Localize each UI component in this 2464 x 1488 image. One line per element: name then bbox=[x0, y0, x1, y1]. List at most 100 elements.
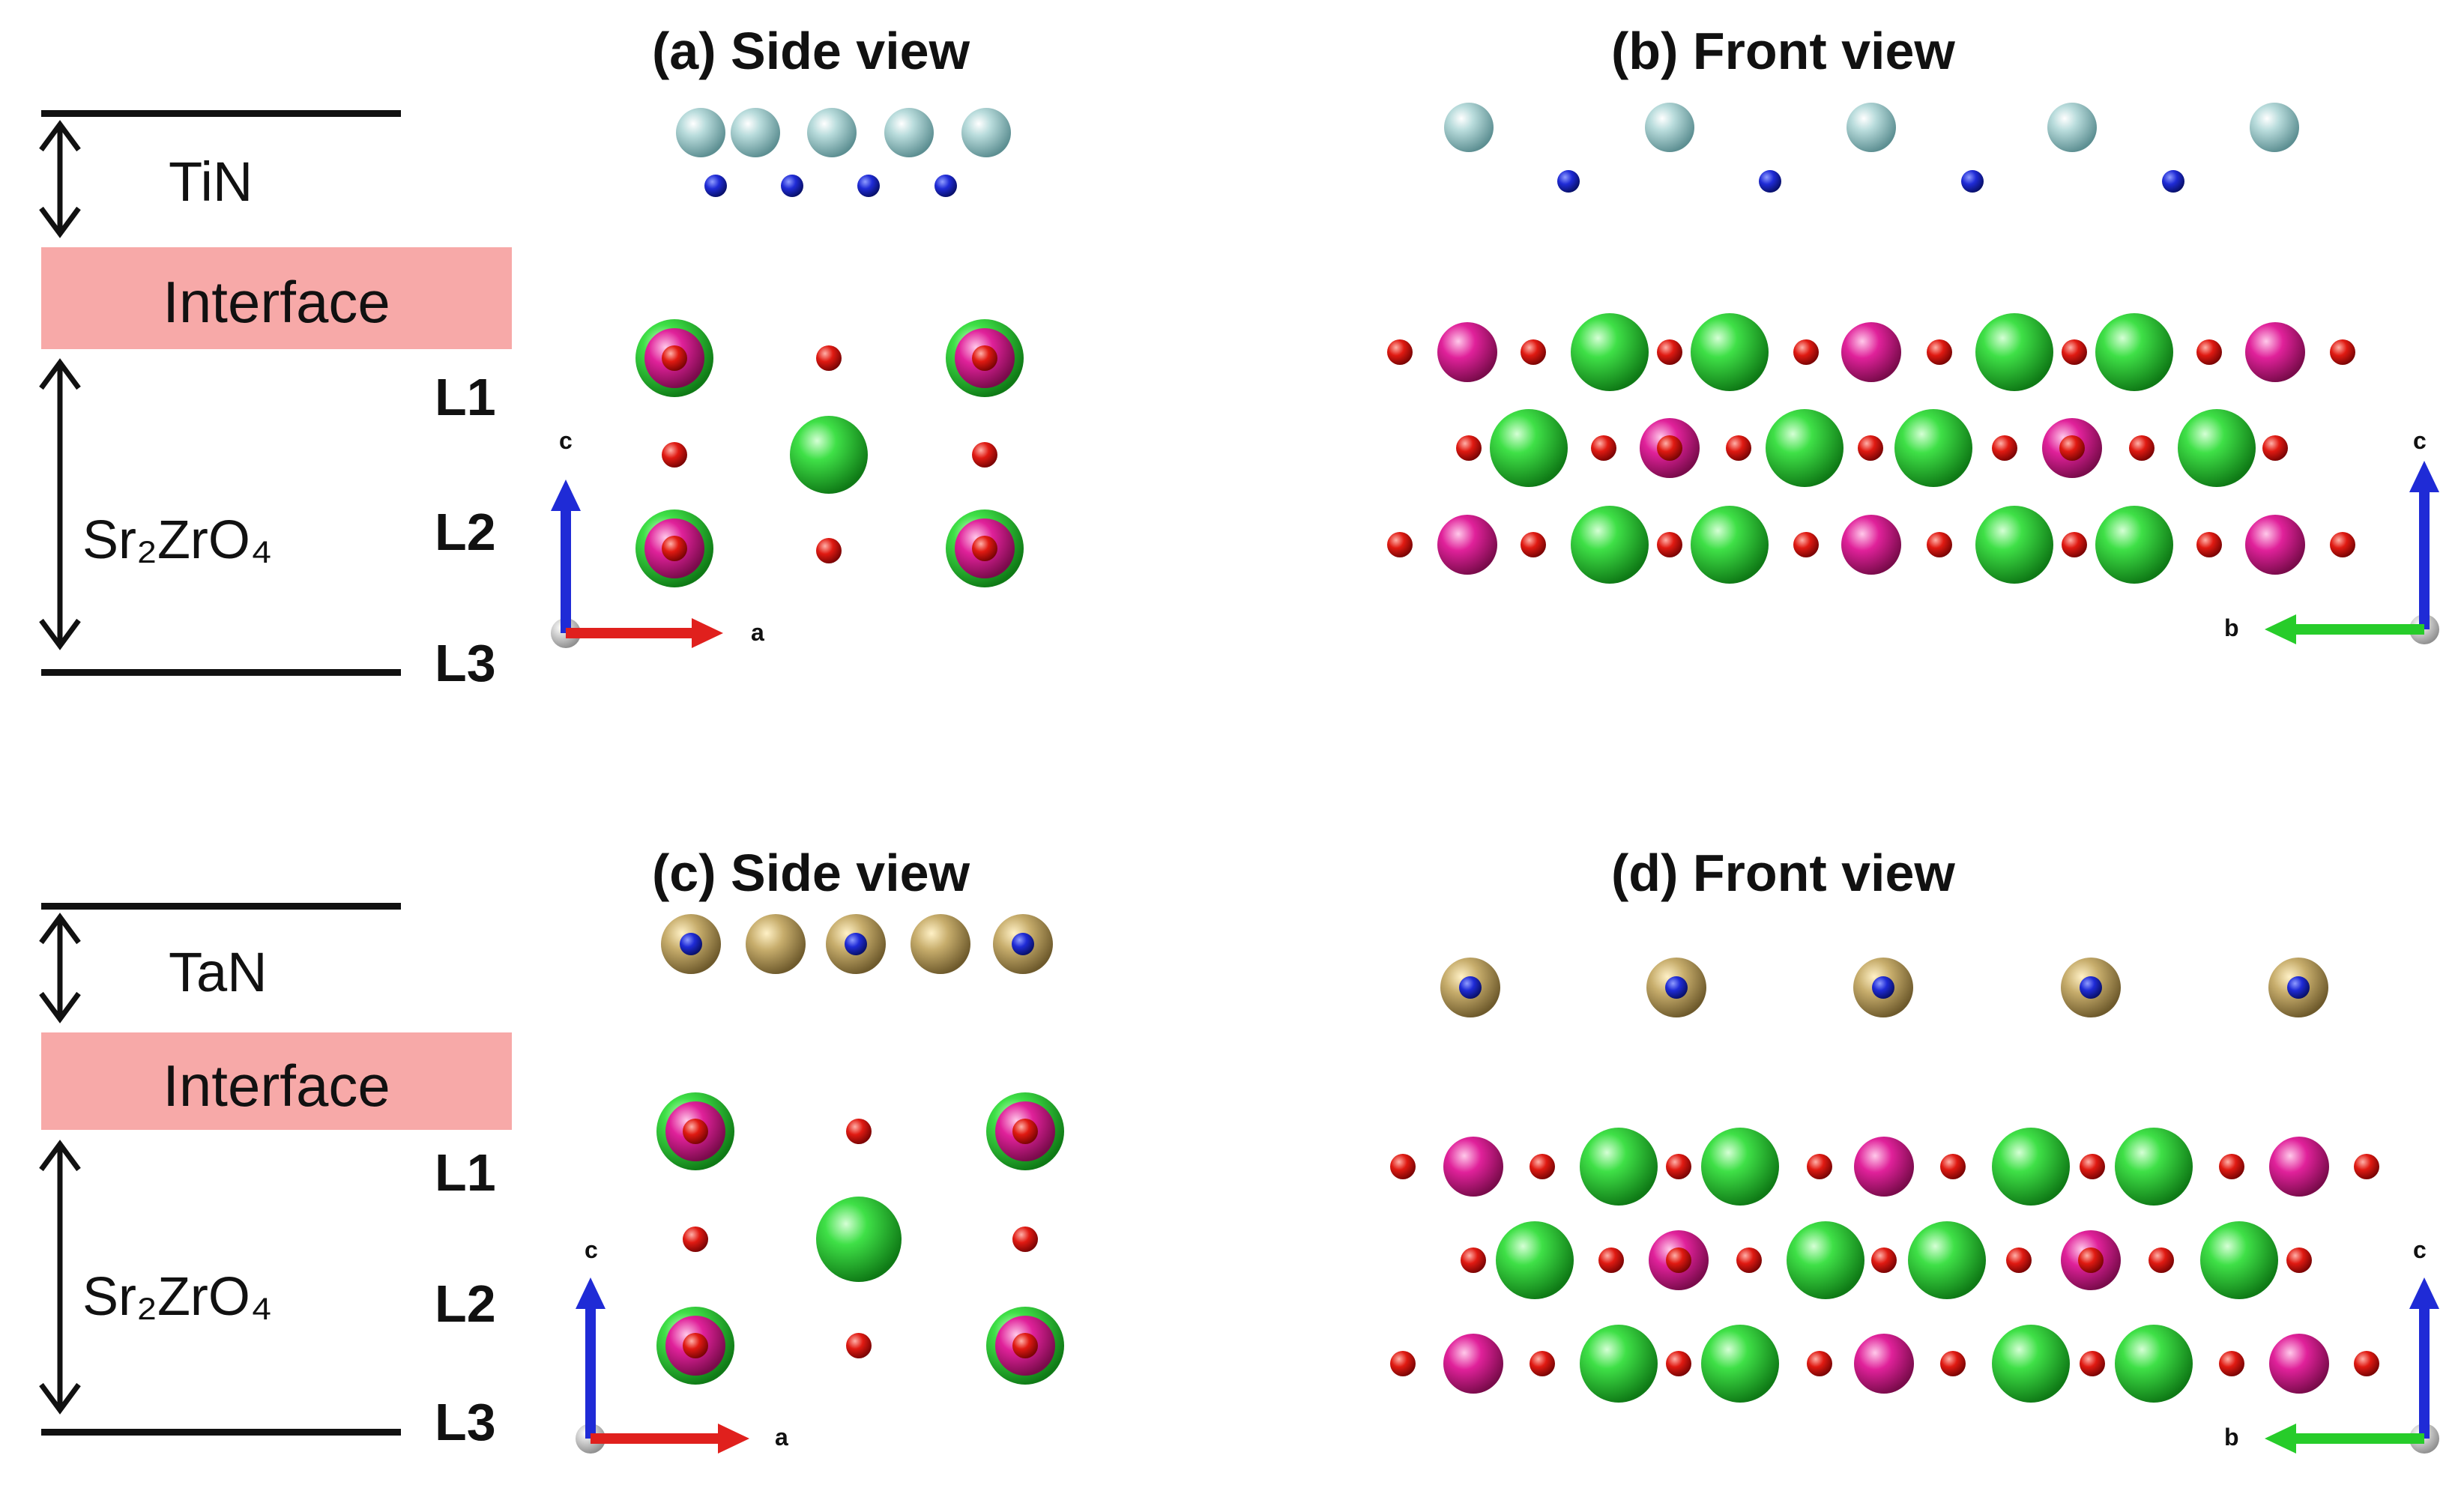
atom-n bbox=[1872, 976, 1894, 999]
atom-sr bbox=[1571, 313, 1649, 391]
atom-o bbox=[816, 345, 842, 371]
atom-o bbox=[1461, 1247, 1486, 1273]
atom-o bbox=[1666, 1154, 1691, 1179]
atom-o bbox=[1387, 339, 1413, 365]
film-label-tin: TiN bbox=[169, 151, 253, 213]
atom-sr bbox=[2115, 1128, 2193, 1206]
atom-n bbox=[2162, 170, 2184, 193]
atom-o bbox=[2196, 532, 2222, 557]
bottom-boundary-line bbox=[41, 1429, 401, 1436]
atom-zr bbox=[1854, 1334, 1914, 1394]
atom-zr bbox=[1437, 322, 1497, 382]
bottom-boundary-line bbox=[41, 669, 401, 676]
atom-o bbox=[2078, 1247, 2104, 1273]
axis-arrow-a bbox=[566, 618, 723, 648]
atom-ti bbox=[731, 108, 780, 157]
atom-n bbox=[1759, 170, 1781, 193]
atom-o bbox=[1871, 1247, 1897, 1273]
atom-o bbox=[2354, 1154, 2379, 1179]
layer-l3: L3 bbox=[435, 634, 496, 692]
atom-o bbox=[1858, 435, 1883, 461]
interface-label: Interface bbox=[163, 269, 390, 335]
panel-c-title: (c) Side view bbox=[652, 844, 970, 902]
atom-o bbox=[972, 442, 997, 468]
atom-o bbox=[683, 1333, 708, 1358]
atom-sr bbox=[1992, 1325, 2070, 1403]
layer-l2: L2 bbox=[435, 503, 496, 561]
atom-ti bbox=[676, 108, 725, 157]
atom-o bbox=[846, 1119, 872, 1144]
interface-band: Interface bbox=[41, 247, 512, 349]
atom-zr bbox=[1841, 322, 1901, 382]
atom-n bbox=[680, 933, 702, 955]
atom-o bbox=[1012, 1333, 1038, 1358]
substrate-label: Sr₂ZrO₄ bbox=[82, 1267, 273, 1327]
atom-o bbox=[1598, 1247, 1624, 1273]
atom-ti bbox=[884, 108, 934, 157]
atom-n bbox=[2080, 976, 2102, 999]
atom-o bbox=[2219, 1154, 2244, 1179]
atom-o bbox=[1927, 532, 1952, 557]
atom-ta bbox=[911, 914, 970, 974]
atom-o bbox=[1012, 1227, 1038, 1252]
atom-o bbox=[683, 1227, 708, 1252]
atom-o bbox=[972, 345, 997, 371]
atom-o bbox=[1726, 435, 1751, 461]
axis-label-b: b bbox=[2224, 614, 2239, 641]
atom-sr bbox=[816, 1197, 902, 1282]
axis-label-b: b bbox=[2224, 1424, 2239, 1451]
atom-ti bbox=[807, 108, 857, 157]
atom-sr bbox=[1496, 1221, 1574, 1299]
atom-ti bbox=[2250, 103, 2299, 152]
atom-o bbox=[2080, 1154, 2105, 1179]
atom-o bbox=[2062, 339, 2087, 365]
atom-sr bbox=[1691, 313, 1769, 391]
atom-sr bbox=[2095, 313, 2173, 391]
atom-o bbox=[2129, 435, 2155, 461]
atom-sr bbox=[790, 416, 868, 494]
atom-o bbox=[1940, 1351, 1966, 1376]
atom-o bbox=[1530, 1154, 1555, 1179]
atom-o bbox=[1927, 339, 1952, 365]
axis-label-c: c bbox=[2413, 427, 2427, 454]
atom-o bbox=[2286, 1247, 2312, 1273]
axis-arrow-c bbox=[2409, 1277, 2439, 1439]
atom-sr bbox=[1701, 1325, 1779, 1403]
atom-sr bbox=[1908, 1221, 1986, 1299]
panel-b-title: (b) Front view bbox=[1611, 22, 1955, 80]
axis-arrow-c bbox=[576, 1277, 606, 1439]
panel-a-title: (a) Side view bbox=[652, 22, 970, 80]
atom-n bbox=[845, 933, 867, 955]
atom-zr bbox=[2245, 322, 2305, 382]
atom-o bbox=[1456, 435, 1482, 461]
atom-o bbox=[2219, 1351, 2244, 1376]
atom-o bbox=[846, 1333, 872, 1358]
atom-o bbox=[1940, 1154, 1966, 1179]
atom-o bbox=[2059, 435, 2085, 461]
atom-o bbox=[1390, 1351, 1416, 1376]
panel-d-title: (d) Front view bbox=[1611, 844, 1955, 902]
atom-n bbox=[1665, 976, 1688, 999]
atom-zr bbox=[2269, 1137, 2329, 1197]
atom-o bbox=[1666, 1351, 1691, 1376]
atom-sr bbox=[1992, 1128, 2070, 1206]
atom-o bbox=[662, 442, 687, 468]
atom-sr bbox=[1571, 506, 1649, 584]
atom-ti bbox=[961, 108, 1011, 157]
axis-arrow-b bbox=[2265, 1424, 2424, 1454]
atom-n bbox=[1012, 933, 1034, 955]
interface-band: Interface bbox=[41, 1032, 512, 1130]
atom-o bbox=[662, 345, 687, 371]
atom-sr bbox=[1975, 313, 2053, 391]
atom-o bbox=[2354, 1351, 2379, 1376]
top-boundary-line bbox=[41, 903, 401, 910]
atom-ti bbox=[1847, 103, 1896, 152]
axis-arrow-c bbox=[2409, 461, 2439, 629]
film-label-tan: TaN bbox=[169, 941, 268, 1003]
atom-o bbox=[816, 538, 842, 563]
axis-label-c: c bbox=[585, 1236, 598, 1263]
atom-o bbox=[1390, 1154, 1416, 1179]
